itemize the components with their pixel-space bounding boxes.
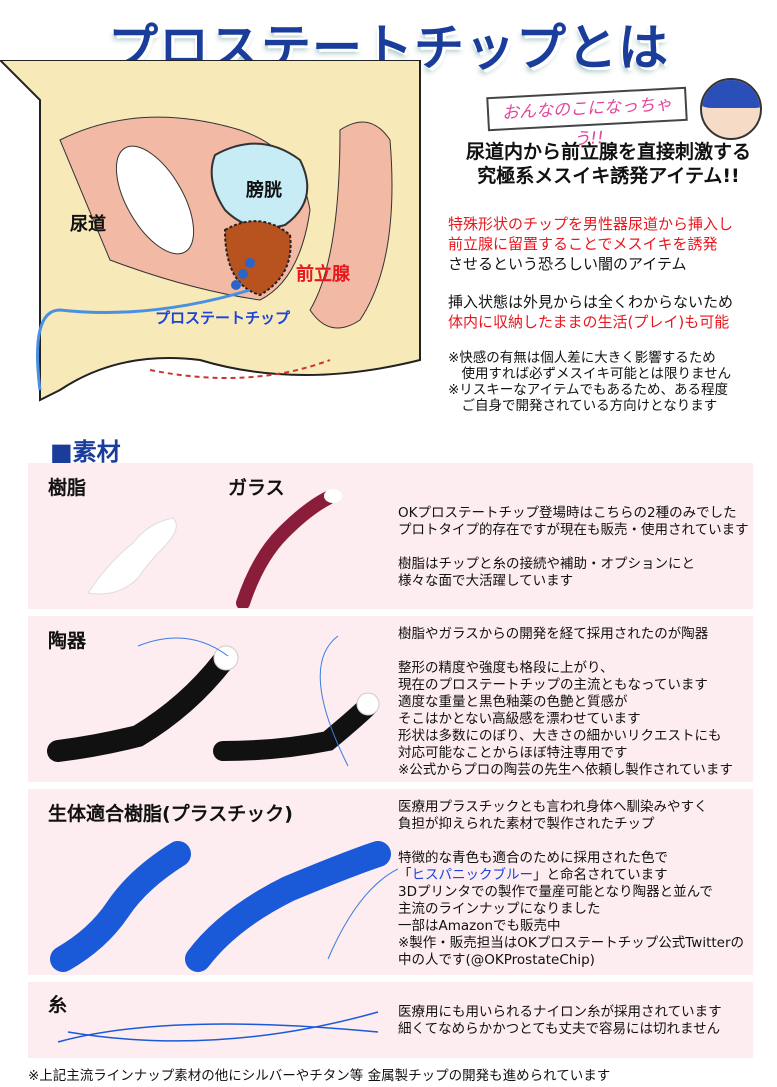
desc-line: 3Dプリンタでの製作で量産可能となり陶器と並んで [398,884,713,900]
desc-line: 一部はAmazonでも販売中 [398,918,561,934]
anatomy-diagram [0,60,421,402]
material-title-thread: 糸 [48,994,68,1016]
material-panel-resin-glass: 樹脂 ガラス OKプロステートチップ登場時はこちらの2種のみでした プロトタイプ… [28,463,753,609]
resin-chip-image [87,517,177,595]
ceramic-chip-image [47,635,380,767]
desc-line: プロトタイプ的存在ですが現在も販売・使用されています [398,522,749,538]
thread-image [57,1011,379,1043]
desc-line: 樹脂はチップと糸の接続や補助・オプションにと [398,556,695,572]
material-panel-plastic: 生体適合樹脂(プラスチック) 医療用プラスチックとも言われ身体へ馴染みやすく 負… [28,789,753,975]
desc-line: ※公式からプロの陶芸の先生へ依頼し製作されています [398,762,733,778]
intro-red-2: 前立腺に留置することでメスイキを誘発 [448,235,718,253]
mascot-avatar [700,78,762,140]
intro-text-2: 挿入状態は外見からは全くわからないため [448,293,734,311]
speech-bubble: おんなのこになっちゃう!! [486,86,688,150]
desc-line: 「ヒスパニックブルー」と命名されています [398,867,744,884]
notes: ※快感の有無は個人差に大きく影響するため 使用すれば必ずメスイキ可能とは限りませ… [448,350,732,414]
glass-chip-image [236,489,342,608]
plastic-chip-image [50,841,398,972]
desc-line: 現在のプロステートチップの主流ともなっています [398,677,708,693]
desc-line: ※製作・販売担当はOKプロステートチップ公式Twitterの [398,935,745,951]
footer-note: ※上記主流ラインナップ素材の他にシルバーやチタン等 金属製チップの開発も進められ… [28,1068,611,1084]
section-title: ■素材 [50,438,121,466]
desc-line: 細くてなめらかかつとても丈夫で容易には切れません [398,1021,721,1037]
desc-line: 適度な重量と黒色釉薬の色艶と質感が [398,694,628,710]
material-title-resin: 樹脂 [48,477,87,499]
desc-line: 医療用にも用いられるナイロン糸が採用されています [398,1004,722,1020]
desc-line: 医療用プラスチックとも言われ身体へ馴染みやすく [398,799,708,815]
desc-line: 特徴的な青色も適合のために採用された色で [398,850,668,866]
material-panel-thread: 糸 医療用にも用いられるナイロン糸が採用されています 細くてなめらかかつとても丈… [28,982,753,1058]
desc-line: 負担が抑えられた素材で製作されたチップ [398,816,655,832]
material-title-glass: ガラス [228,477,285,499]
desc-line: 様々な面で大活躍しています [398,573,574,589]
desc-line: OKプロステートチップ登場時はこちらの2種のみでした [398,505,737,521]
intro-red-1: 特殊形状のチップを男性器尿道から挿入し [448,215,734,233]
headline-2: 究極系メスイキ誘発アイテム!! [477,165,740,187]
label-prostate: 前立腺 [296,264,350,285]
label-urethra: 尿道 [70,214,106,235]
material-desc: OKプロステートチップ登場時はこちらの2種のみでした プロトタイプ的存在ですが現… [398,505,749,590]
label-chip: プロステートチップ [155,309,291,327]
material-desc: 樹脂やガラスからの開発を経て採用されたのが陶器 整形の精度や強度も格段に上がり、… [398,626,733,779]
desc-line: 整形の精度や強度も格段に上がり、 [398,660,614,676]
quote-rest: 」と命名されています [533,867,668,883]
desc-line: そこはかとない高級感を漂わせています [398,711,641,727]
material-title-ceramic: 陶器 [48,630,87,652]
material-desc: 医療用にも用いられるナイロン糸が採用されています 細くてなめらかかつとても丈夫で… [398,1004,722,1038]
material-panel-ceramic: 陶器 樹脂やガラスからの開発を経て採用されたのが陶器 整形の精度や強度も格段に上… [28,616,753,782]
label-bladder: 膀胱 [246,180,282,201]
desc-line: 形状は多数にのぼり、大きさの細かいリクエストにも [398,728,722,744]
intro-red-3: 体内に収納したままの生活(プレイ)も可能 [448,313,730,331]
material-desc: 医療用プラスチックとも言われ身体へ馴染みやすく 負担が抑えられた素材で製作された… [398,799,744,969]
quote-open: 「 [398,867,412,883]
desc-line: 樹脂やガラスからの開発を経て採用されたのが陶器 [398,626,709,642]
headline-1: 尿道内から前立腺を直接刺激する [465,141,751,163]
desc-line: 対応可能なことからほぼ特注専用です [398,745,628,761]
desc-line: 主流のラインナップになりました [398,901,601,917]
material-title-plastic: 生体適合樹脂(プラスチック) [48,803,293,825]
desc-line: 中の人です(@OKProstateChip) [398,952,595,968]
highlight-color-name: ヒスパニックブルー [411,867,534,883]
intro-text-1: させるという恐ろしい闇のアイテム [448,255,687,273]
